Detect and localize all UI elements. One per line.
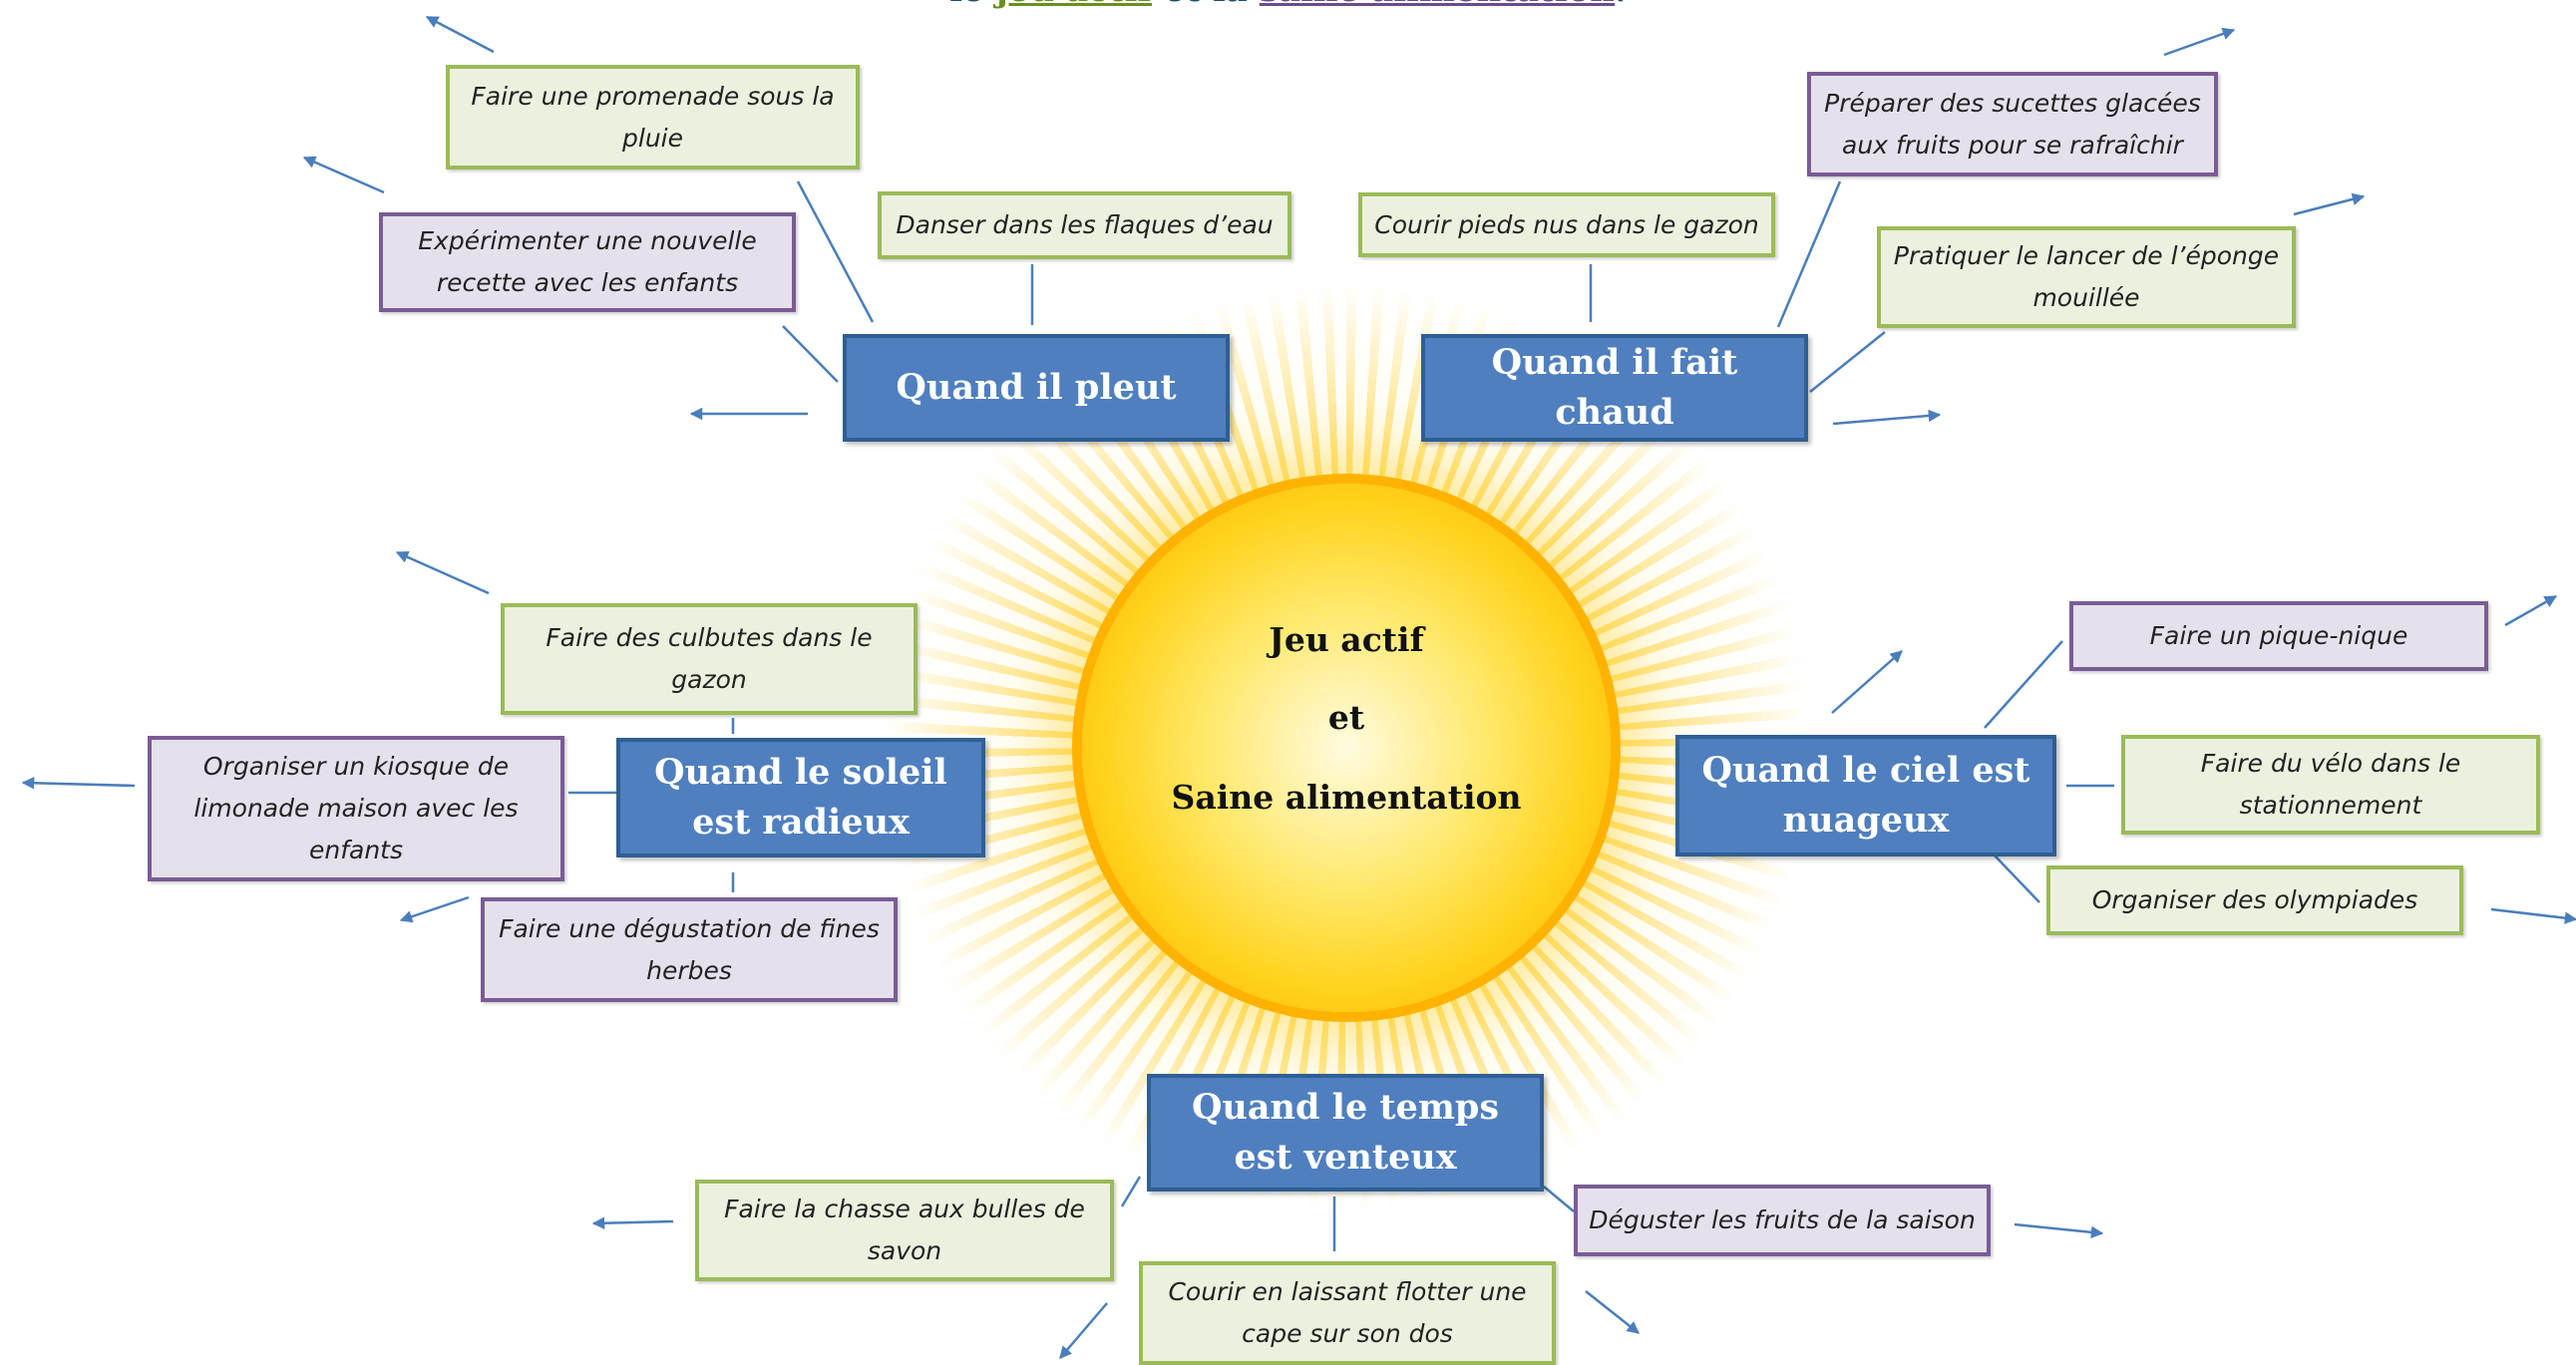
sun-center [1082, 484, 1611, 1012]
category-quand-le-soleil-est-radieux: Quand le soleil est radieux [616, 738, 985, 857]
activity-promenade-pluie: Faire une promenade sous la pluie [446, 65, 860, 170]
activity-culbutes-gazon: Faire des culbutes dans le gazon [501, 603, 918, 715]
connector [1776, 180, 1842, 328]
arrow [2504, 594, 2558, 627]
center-label-line3: Saine alimentation [1171, 778, 1522, 817]
connector [1984, 640, 2063, 729]
category-quand-le-ciel-est-nuageux: Quand le ciel est nuageux [1675, 735, 2056, 856]
center-label-line2: et [1327, 698, 1365, 737]
activity-bulles-savon: Faire la chasse aux bulles de savon [695, 1180, 1114, 1281]
activity-pique-nique: Faire un pique-nique [2069, 601, 2488, 671]
connector [1809, 331, 1886, 393]
activity-nouvelle-recette: Expérimenter une nouvelle recette avec l… [379, 212, 796, 312]
center-label-line1: Jeu actif [1269, 620, 1424, 659]
arrow [1832, 409, 1942, 426]
arrow [2014, 1222, 2104, 1239]
arrow [1059, 1302, 1108, 1359]
connector [782, 325, 839, 383]
arrow [302, 156, 385, 194]
activity-velo-stationnement: Faire du vélo dans le stationnement [2121, 735, 2540, 835]
arrow [1831, 650, 1903, 714]
activity-kiosque-limonade: Organiser un kiosque de limonade maison … [148, 736, 564, 881]
activity-cape-dos: Courir en laissant flotter une cape sur … [1139, 1261, 1556, 1365]
arrow [2293, 192, 2366, 216]
activity-fines-herbes: Faire une dégustation de fines herbes [481, 897, 898, 1002]
activity-fruits-saison: Déguster les fruits de la saison [1574, 1185, 1991, 1256]
category-quand-il-pleut: Quand il pleut [843, 334, 1230, 442]
arrow [399, 895, 470, 923]
connector [796, 180, 875, 323]
activity-sucettes-glacees: Préparer des sucettes glacées aux fruits… [1807, 72, 2218, 176]
connector [1543, 1186, 1575, 1212]
arrow [2163, 27, 2236, 57]
category-quand-il-fait-chaud: Quand il fait chaud [1421, 334, 1808, 442]
arrow [395, 550, 490, 595]
arrow [425, 15, 495, 54]
title-jeu-actif: jeu actif [996, 0, 1152, 10]
arrow [591, 1216, 674, 1229]
page-title: le jeu actif et la saine alimentation. [0, 0, 2576, 10]
activity-lancer-eponge: Pratiquer le lancer de l’éponge mouillée [1877, 226, 2296, 328]
title-saine-alimentation: saine alimentation [1260, 0, 1615, 10]
arrow [2490, 907, 2576, 924]
activity-danser-flaques: Danser dans les flaques d’eau [878, 191, 1291, 259]
connector [1994, 854, 2040, 903]
activity-olympiades: Organiser des olympiades [2046, 865, 2463, 935]
connector [1120, 1176, 1142, 1207]
arrow [21, 777, 136, 790]
category-quand-le-temps-est-venteux: Quand le temps est venteux [1147, 1074, 1544, 1192]
arrow [1585, 1290, 1640, 1334]
activity-pieds-nus: Courir pieds nus dans le gazon [1358, 192, 1775, 257]
